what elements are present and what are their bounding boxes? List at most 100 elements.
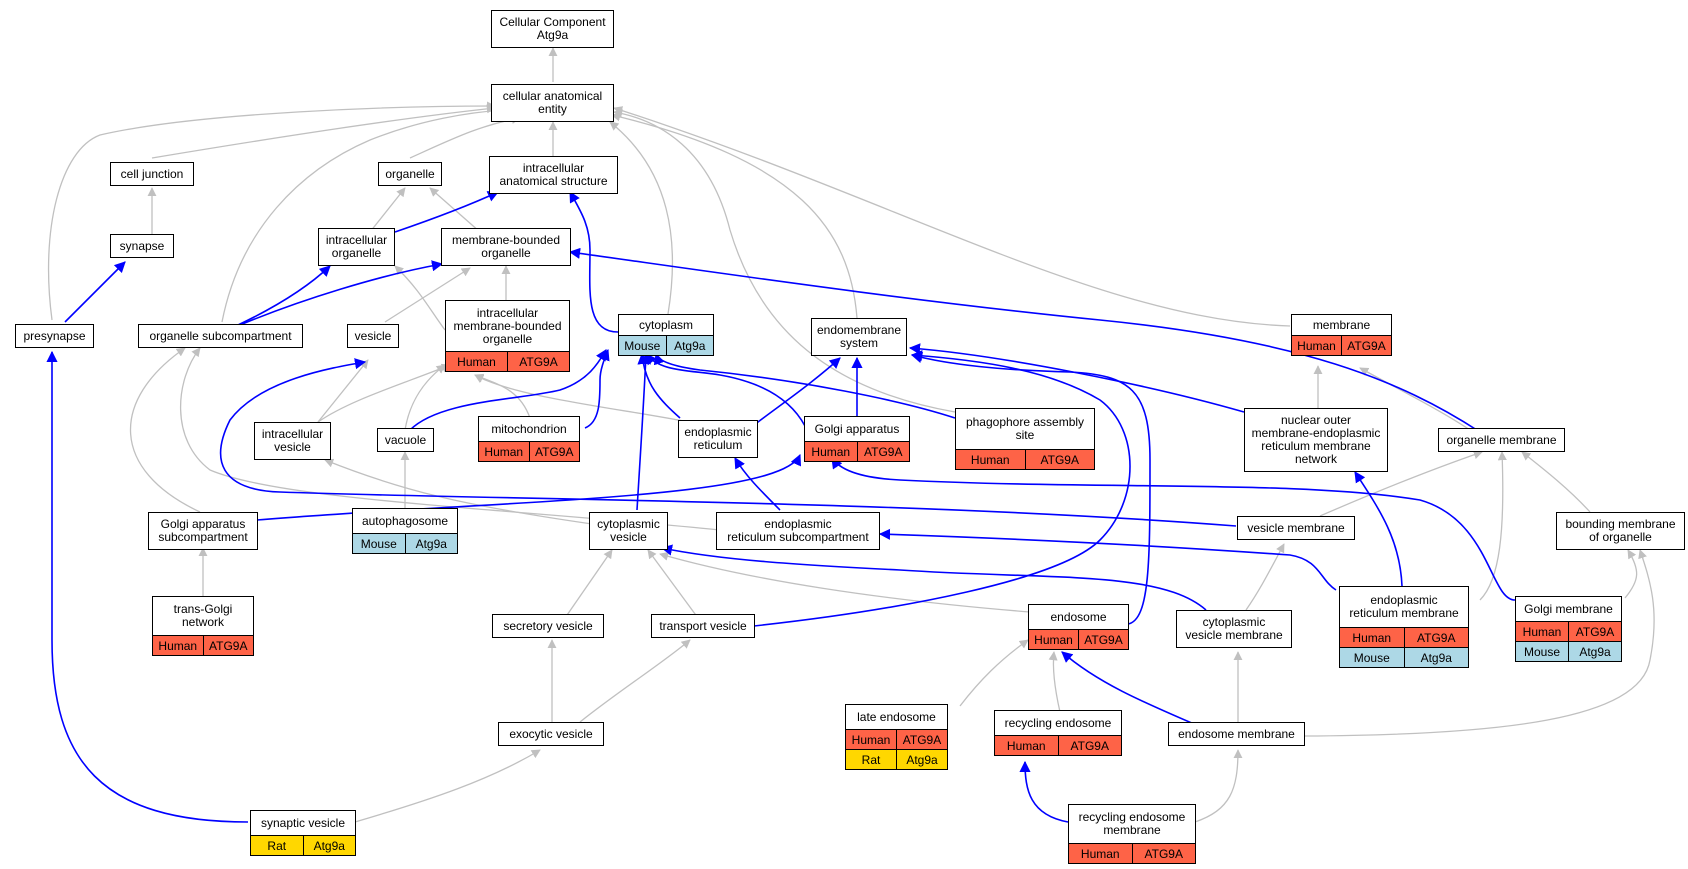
node-intracellular-membrane-bounded-organelle[interactable]: intracellular membrane-bounded organelle…: [445, 300, 570, 372]
node-cellular-component-root[interactable]: Cellular Component Atg9a: [491, 10, 614, 48]
node-label: organelle subcompartment: [149, 328, 292, 343]
edge-transport-to-cytves: [647, 549, 699, 619]
species-cell: Human: [846, 730, 896, 749]
node-label: secretory vesicle: [503, 618, 593, 633]
gene-cell: ATG9A: [1341, 336, 1391, 355]
node-endosome-membrane[interactable]: endosome membrane: [1168, 722, 1305, 746]
node-exocytic-vesicle[interactable]: exocytic vesicle: [498, 722, 604, 746]
species-cell: Human: [1292, 336, 1341, 355]
edge-orgsub-to-cae: [221, 105, 506, 323]
node-membrane-bounded-organelle[interactable]: membrane-bounded organelle: [441, 228, 571, 266]
node-vesicle[interactable]: vesicle: [347, 324, 399, 348]
edge-golgimem-to-boundmem: [1624, 549, 1638, 599]
node-label: organelle: [385, 166, 435, 181]
node-label: vacuole: [384, 432, 427, 447]
node-golgi-apparatus-subcompartment[interactable]: Golgi apparatus subcompartment: [148, 512, 258, 550]
edge-cytoplasm-to-ias: [569, 191, 619, 333]
node-label: intracellular membrane-bounded organelle: [453, 305, 562, 346]
edge-endomem-to-cae: [611, 112, 858, 319]
edge-intves-to-imbo: [317, 363, 451, 423]
gene-cell: ATG9A: [896, 730, 947, 749]
edge-endomem-to-boundmem: [1304, 549, 1655, 737]
node-cell-junction[interactable]: cell junction: [110, 162, 194, 186]
node-label: recycling endosome membrane: [1078, 810, 1186, 837]
node-organelle[interactable]: organelle: [378, 162, 442, 186]
gene-cell: Atg9a: [1403, 648, 1468, 667]
node-organelle-subcompartment[interactable]: organelle subcompartment: [138, 324, 303, 348]
node-intracellular-organelle[interactable]: intracellular organelle: [318, 228, 395, 266]
gene-cell: Atg9a: [1568, 642, 1621, 661]
node-cytoplasmic-vesicle-membrane[interactable]: cytoplasmic vesicle membrane: [1176, 610, 1292, 648]
gene-cell: ATG9A: [202, 636, 253, 655]
edge-endomem-to-endosome: [1061, 651, 1209, 731]
species-cell: Rat: [251, 836, 303, 855]
edge-intves-to-vesicle: [317, 359, 369, 423]
part-of-edges: [46, 191, 1516, 823]
node-label: Golgi membrane: [1524, 601, 1613, 616]
node-intracellular-anatomical-structure[interactable]: intracellular anatomical structure: [489, 156, 618, 194]
node-synapse[interactable]: synapse: [110, 234, 174, 258]
node-vesicle-membrane[interactable]: vesicle membrane: [1237, 516, 1355, 540]
node-label: cytoplasm: [638, 317, 694, 332]
node-endomembrane-system[interactable]: endomembrane system: [811, 318, 907, 356]
gene-cell: ATG9A: [507, 352, 569, 371]
edge-phag-to-cytoplasm: [653, 352, 956, 419]
edge-endosome-to-endomem: [910, 352, 1151, 625]
edge-ermem-to-nucouter: [1354, 471, 1403, 587]
node-cellular-anatomical-entity[interactable]: cellular anatomical entity: [491, 84, 614, 122]
species-cell: Human: [446, 352, 507, 371]
edge-celljunction-to-cae: [151, 104, 496, 159]
node-label: intracellular vesicle: [261, 427, 324, 454]
gene-cell: ATG9A: [1078, 630, 1128, 649]
node-label: cell junction: [120, 166, 184, 181]
node-nuclear-outer-membrane-er-network[interactable]: nuclear outer membrane-endoplasmic retic…: [1244, 408, 1388, 472]
node-secretory-vesicle[interactable]: secretory vesicle: [492, 614, 604, 638]
node-transport-vesicle[interactable]: transport vesicle: [651, 614, 755, 638]
node-endoplasmic-reticulum[interactable]: endoplasmic reticulum: [678, 420, 758, 458]
node-intracellular-vesicle[interactable]: intracellular vesicle: [254, 422, 331, 460]
node-organelle-membrane[interactable]: organelle membrane: [1438, 428, 1565, 452]
node-label: cytoplasmic vesicle: [597, 517, 660, 544]
node-er-subcompartment[interactable]: endoplasmic reticulum subcompartment: [716, 512, 880, 550]
node-label: synaptic vesicle: [260, 815, 346, 830]
gene-cell: Atg9a: [302, 836, 355, 855]
node-label: exocytic vesicle: [509, 726, 593, 741]
node-bounding-membrane-of-organelle[interactable]: bounding membrane of organelle: [1556, 512, 1685, 550]
edge-vacuole-to-imbo: [404, 364, 446, 431]
edge-cytvesmem-to-cytves: [660, 544, 1207, 611]
node-presynapse[interactable]: presynapse: [15, 324, 94, 348]
node-label: Golgi apparatus subcompartment: [158, 517, 248, 544]
node-cytoplasmic-vesicle[interactable]: cytoplasmic vesicle: [589, 512, 668, 550]
edge-recendomem-to-recendo: [1019, 760, 1069, 823]
node-vacuole[interactable]: vacuole: [377, 428, 434, 452]
gene-cell: ATG9A: [1057, 736, 1121, 755]
edge-synaptic-to-presynapse: [46, 350, 249, 823]
edge-ersub-to-orgsub: [179, 347, 721, 531]
